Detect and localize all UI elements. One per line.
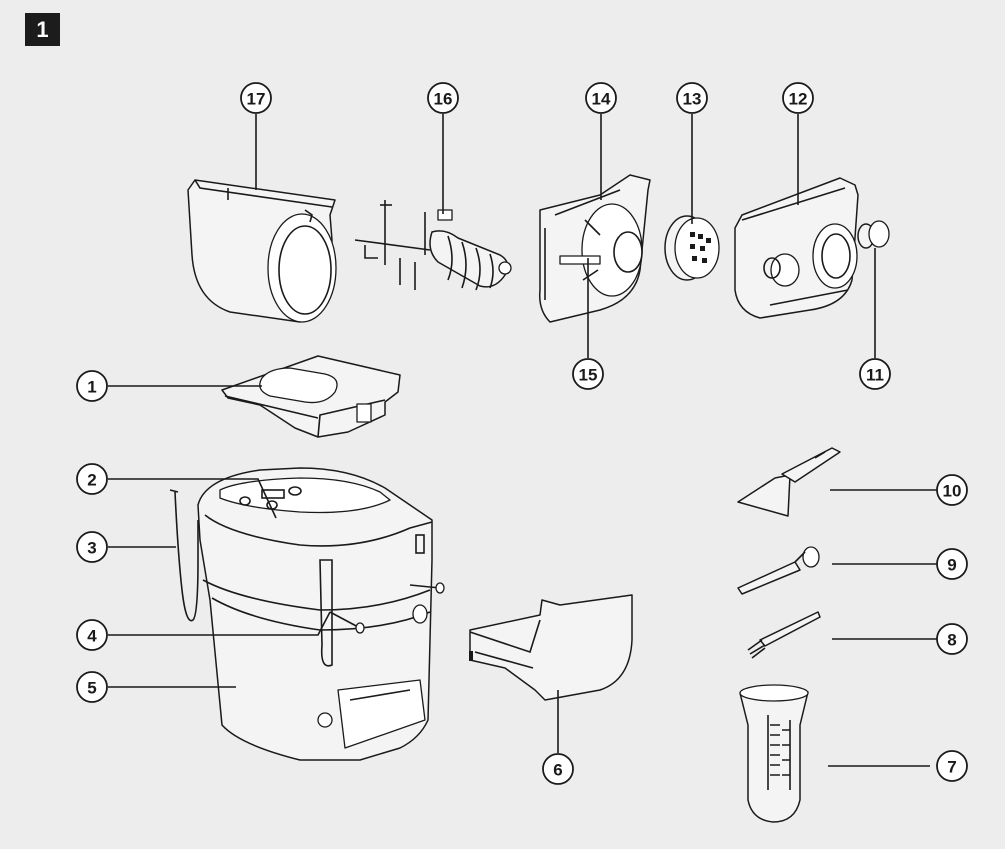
part-knob-11 — [857, 220, 890, 249]
callout-15: 15 — [572, 358, 604, 390]
part-front-cover-12 — [734, 177, 859, 319]
leader-lines — [108, 114, 937, 767]
callout-label: 3 — [87, 539, 96, 558]
callout-label: 13 — [683, 90, 702, 109]
callout-6: 6 — [542, 753, 574, 785]
leader-4 — [108, 611, 331, 636]
callout-7: 7 — [936, 750, 968, 782]
part-scraper-10 — [737, 447, 841, 517]
callout-3: 3 — [76, 531, 108, 563]
part-cleaning-tool-9 — [737, 546, 820, 595]
callout-label: 16 — [434, 90, 453, 109]
part-front-panel-14 — [538, 174, 651, 323]
part-lid-1 — [221, 355, 401, 438]
callout-label: 8 — [947, 631, 956, 650]
callout-label: 14 — [592, 90, 611, 109]
callout-9: 9 — [936, 548, 968, 580]
callout-11: 11 — [859, 358, 891, 390]
part-main-body-5 — [197, 467, 445, 761]
callout-label: 17 — [247, 90, 266, 109]
callout-label: 11 — [866, 366, 884, 385]
part-brush-8 — [747, 611, 821, 659]
figure-number-badge: 1 — [25, 13, 60, 46]
callout-2: 2 — [76, 463, 108, 495]
callout-label: 12 — [789, 90, 808, 109]
part-power-cord-3 — [169, 489, 199, 622]
callout-label: 6 — [553, 761, 562, 780]
callout-5: 5 — [76, 671, 108, 703]
part-shaping-disc-13 — [664, 215, 720, 281]
callout-10: 10 — [936, 474, 968, 506]
part-measuring-cup-7 — [739, 684, 809, 823]
callout-label: 15 — [579, 366, 598, 385]
part-mixing-paddle-16 — [354, 200, 512, 291]
callout-16: 16 — [427, 82, 459, 114]
callout-4: 4 — [76, 619, 108, 651]
callout-label: 2 — [87, 471, 96, 490]
callout-17: 17 — [240, 82, 272, 114]
callout-label: 1 — [87, 378, 96, 397]
part-drawer-6 — [469, 594, 633, 701]
callout-8: 8 — [936, 623, 968, 655]
part-container-17 — [187, 179, 337, 323]
callout-12: 12 — [782, 82, 814, 114]
callout-label: 7 — [947, 758, 956, 777]
callout-label: 9 — [947, 556, 956, 575]
callout-1: 1 — [76, 370, 108, 402]
callout-label: 10 — [943, 482, 962, 501]
callout-13: 13 — [676, 82, 708, 114]
callout-label: 4 — [87, 627, 97, 646]
callout-14: 14 — [585, 82, 617, 114]
leader-2 — [108, 478, 277, 519]
callout-label: 5 — [87, 679, 96, 698]
